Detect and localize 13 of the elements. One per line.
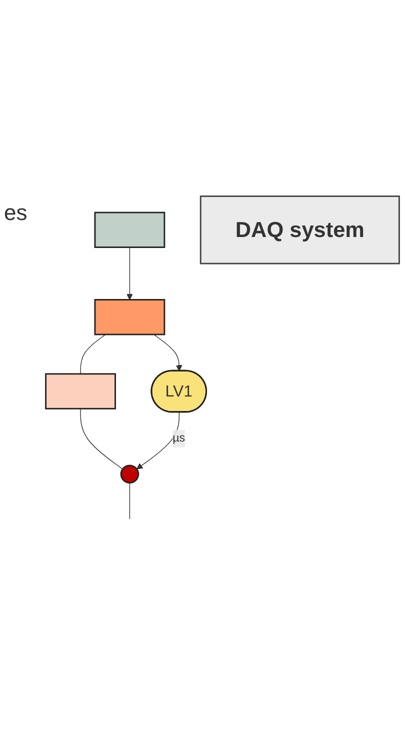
node-circle — [120, 464, 140, 484]
connector — [80, 408, 124, 470]
connector — [80, 334, 106, 374]
edge-label: µs — [172, 432, 186, 444]
arrow — [136, 412, 180, 470]
node-box: DAQ system — [200, 196, 400, 264]
connector — [129, 482, 130, 520]
node-box — [94, 299, 166, 336]
arrow — [126, 246, 133, 300]
node-box — [45, 373, 116, 410]
arrow — [153, 334, 182, 372]
partial-label: es — [4, 200, 28, 226]
node-box — [94, 212, 166, 248]
